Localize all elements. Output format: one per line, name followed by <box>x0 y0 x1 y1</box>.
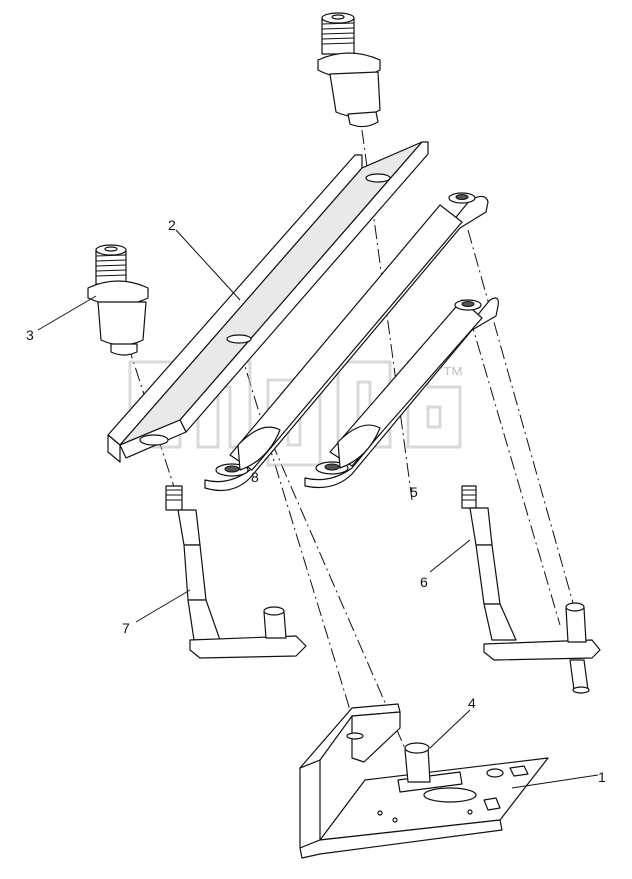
callout-3: 3 <box>26 327 34 343</box>
channel-rail <box>107 141 429 463</box>
left-crank-lever <box>165 485 307 659</box>
leader-4 <box>429 709 471 749</box>
callout-4: 4 <box>468 695 476 711</box>
leader-2 <box>175 229 241 301</box>
mounting-bracket <box>299 703 549 859</box>
watermark-trademark: ™ <box>442 362 464 387</box>
left-threaded-fitting <box>87 244 149 356</box>
leader-lines <box>37 229 599 789</box>
leader-1 <box>511 774 599 789</box>
axis-channel <box>239 349 351 711</box>
callout-2: 2 <box>168 217 176 233</box>
callout-labels: 1 2 3 4 5 6 7 8 <box>26 217 606 785</box>
leader-3 <box>37 295 97 331</box>
callout-8: 8 <box>251 469 259 485</box>
leader-6 <box>429 539 471 573</box>
leader-7 <box>135 589 191 623</box>
callout-6: 6 <box>420 574 428 590</box>
axis-right-arm-a <box>467 229 576 611</box>
right-crank-lever <box>461 485 601 694</box>
axis-right-arm-b <box>469 317 561 626</box>
axis-left-arm <box>261 419 411 761</box>
top-threaded-fitting <box>317 12 381 128</box>
right-connecting-rod <box>304 297 499 489</box>
callout-5: 5 <box>410 484 418 500</box>
left-connecting-rod <box>204 192 489 491</box>
bracket-pin <box>397 742 463 793</box>
callout-1: 1 <box>598 769 606 785</box>
callout-7: 7 <box>122 620 130 636</box>
